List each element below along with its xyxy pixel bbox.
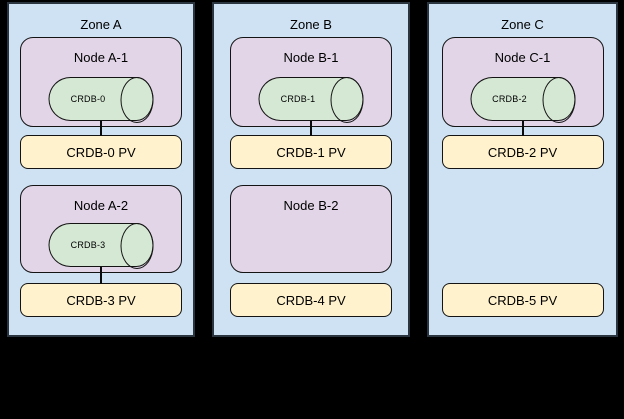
crdb-3-pod-label: CRDB-3	[70, 240, 106, 250]
node-b2-label: Node B-2	[283, 198, 339, 213]
node-c1-box: Node C-1 CRDB-2	[441, 37, 604, 127]
crdb-5-pv-label: CRDB-5 PV	[487, 292, 558, 308]
crdb-3-pod-cylinder: CRDB-3	[48, 223, 154, 269]
crdb-1-pv-box: CRDB-1 PV	[230, 135, 392, 169]
crdb-0-pv-label: CRDB-0 PV	[66, 144, 136, 160]
crdb-2-pv-box: CRDB-2 PV	[441, 135, 604, 169]
crdb-5-pv-box: CRDB-5 PV	[441, 283, 604, 317]
crdb-2-pv-label: CRDB-2 PV	[487, 144, 558, 160]
node-b2-box: Node B-2	[230, 185, 392, 273]
connector-crdb0-to-pv	[100, 121, 102, 136]
zone-a-container: Zone A Node A-1 CRDB-0 CRDB-0 PV Node A-…	[7, 2, 195, 337]
zone-b-container: Zone B Node B-1 CRDB-1 CRDB-1 PV Node B-…	[212, 2, 410, 337]
connector-crdb1-to-pv	[310, 121, 312, 136]
connector-crdb2-to-pv	[521, 121, 524, 136]
crdb-2-pod-label: CRDB-2	[492, 94, 527, 104]
node-b1-label: Node B-1	[283, 50, 339, 65]
node-a2-box: Node A-2 CRDB-3	[20, 185, 182, 273]
zone-a-label: Zone A	[80, 17, 122, 32]
node-a1-label: Node A-1	[73, 50, 129, 65]
crdb-4-pv-box: CRDB-4 PV	[230, 283, 392, 317]
zone-c-label: Zone C	[501, 17, 544, 32]
zone-b-label: Zone B	[290, 17, 332, 32]
crdb-3-pv-label: CRDB-3 PV	[66, 292, 136, 308]
crdb-3-pv-box: CRDB-3 PV	[20, 283, 182, 317]
node-a2-label: Node A-2	[73, 198, 129, 213]
connector-crdb3-to-pv	[100, 267, 102, 284]
zone-c-container: Zone C Node C-1 CRDB-2 CRDB-2 PV CRDB-5 …	[427, 2, 618, 337]
crdb-0-pod-label: CRDB-0	[70, 94, 106, 104]
node-c1-label: Node C-1	[494, 50, 551, 65]
node-a1-box: Node A-1 CRDB-0	[20, 37, 182, 127]
crdb-0-pod-cylinder: CRDB-0	[48, 77, 154, 123]
crdb-0-pv-box: CRDB-0 PV	[20, 135, 182, 169]
node-b1-box: Node B-1 CRDB-1	[230, 37, 392, 127]
crdb-1-pod-cylinder: CRDB-1	[258, 77, 364, 123]
crdb-1-pod-label: CRDB-1	[280, 94, 316, 104]
crdb-2-pod-cylinder: CRDB-2	[470, 77, 575, 123]
crdb-4-pv-label: CRDB-4 PV	[276, 292, 346, 308]
crdb-1-pv-label: CRDB-1 PV	[276, 144, 346, 160]
